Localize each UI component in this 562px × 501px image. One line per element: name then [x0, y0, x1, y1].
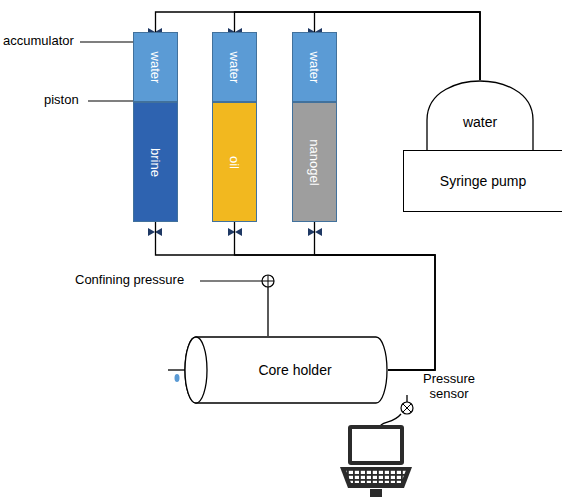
- node-text: Syringe pump: [440, 173, 526, 189]
- pipe: [315, 12, 481, 80]
- part-label: Confining pressure: [75, 273, 199, 288]
- accumulator-water: water: [133, 32, 178, 102]
- accumulator-water: water: [292, 32, 337, 102]
- part-label: Pressure sensor: [418, 372, 480, 402]
- syringe-pump: Syringe pump: [403, 150, 562, 212]
- node-text: water: [463, 114, 497, 130]
- fluid-label: oil: [227, 155, 242, 168]
- fluid-label: water: [227, 51, 242, 83]
- fluid-label: nanogel: [307, 139, 322, 185]
- pipe: [235, 12, 481, 80]
- part-label: accumulator: [3, 34, 83, 49]
- node-text: Core holder: [258, 362, 331, 378]
- accumulator-water: water: [212, 32, 257, 102]
- pump-reservoir: water: [426, 80, 534, 150]
- fluid-label: water: [148, 51, 163, 83]
- part-label: piston: [44, 93, 88, 108]
- fluid-label: brine: [148, 148, 163, 177]
- fluid-label: water: [307, 51, 322, 83]
- accumulator-oil: oil: [212, 102, 257, 222]
- core-holder: Core holder: [184, 336, 388, 404]
- laptop: [340, 425, 412, 497]
- accumulator-nanogel: nanogel: [292, 102, 337, 222]
- accumulator-brine: brine: [133, 102, 178, 222]
